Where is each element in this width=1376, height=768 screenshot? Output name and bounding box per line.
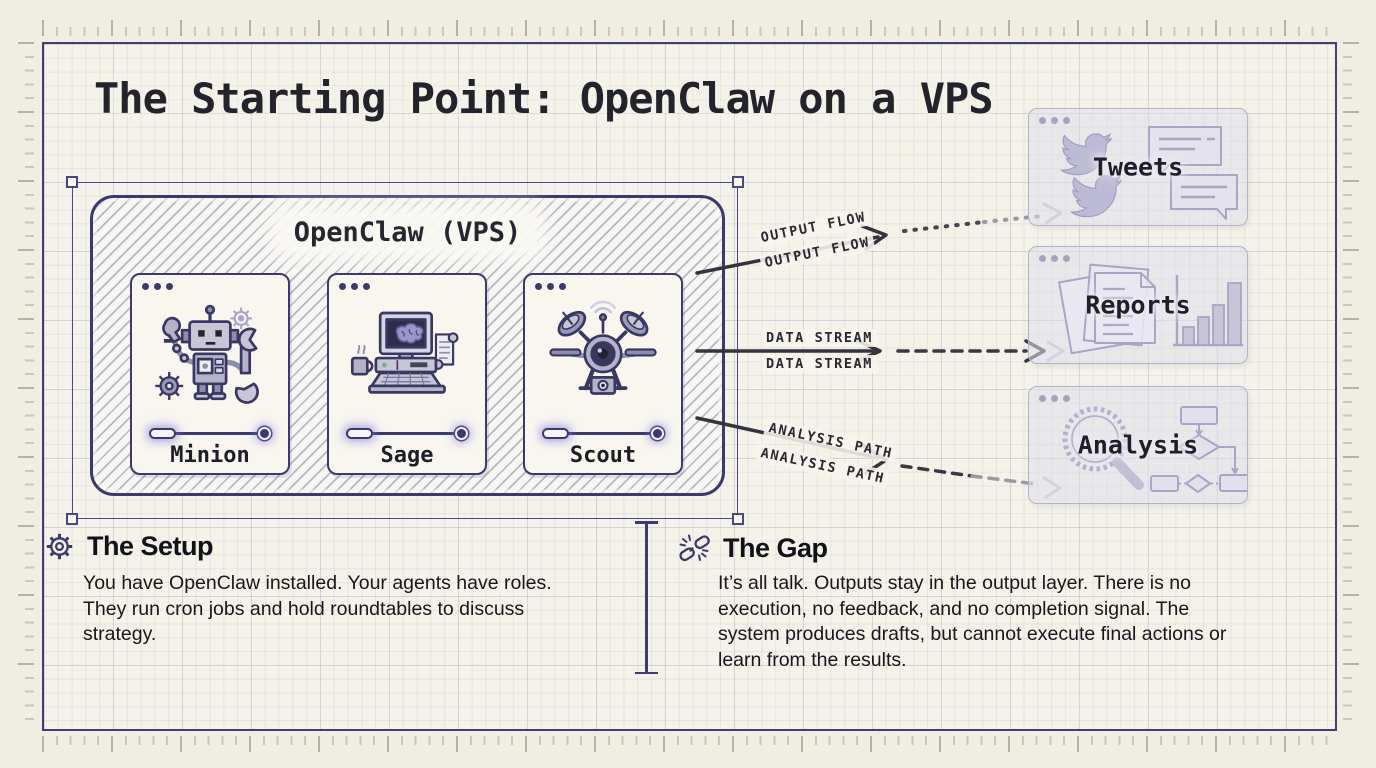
slider-track	[353, 432, 461, 435]
agent-name-scout: Scout	[569, 443, 637, 468]
gap-heading: The Gap	[723, 532, 828, 563]
output-label-tweets: Tweets	[1092, 152, 1184, 182]
drone-satellite-icon	[549, 300, 657, 395]
agent-name-sage: Sage	[380, 443, 434, 468]
agent-name-minion: Minion	[170, 443, 250, 468]
output-box-reports: Reports	[1028, 246, 1248, 364]
selection-handle-top-right[interactable]	[732, 176, 744, 188]
robot-wrench-icon	[155, 304, 259, 404]
gap-body-text: It’s all talk. Outputs stay in the outpu…	[718, 572, 1227, 671]
output-box-analysis: Analysis	[1028, 386, 1248, 504]
setup-body-text: You have OpenClaw installed. Your agents…	[83, 572, 552, 645]
documents-bar-chart-icon	[1058, 263, 1243, 355]
agent-slider[interactable]	[542, 425, 664, 441]
slider-pill[interactable]	[346, 428, 373, 439]
twitter-birds-chat-bubbles-icon	[1060, 126, 1238, 220]
ruler-bottom	[42, 736, 1337, 752]
vps-box-title: OpenClaw (VPS)	[277, 214, 538, 251]
selection-handle-top-left[interactable]	[66, 176, 78, 188]
page-title: The Starting Point: OpenClaw on a VPS	[94, 74, 994, 123]
agent-card-sage: Sage	[327, 273, 487, 475]
magnifier-flowchart-icon	[1062, 406, 1247, 493]
window-dots	[1039, 255, 1070, 262]
retro-computer-brain-icon	[350, 311, 459, 394]
ruler-left	[18, 42, 34, 731]
broken-link-icon	[679, 534, 710, 562]
output-label-analysis: Analysis	[1077, 430, 1199, 460]
slider-knob[interactable]	[651, 427, 664, 440]
gear-icon	[46, 533, 73, 560]
slider-track	[549, 432, 657, 435]
selection-handle-bottom-right[interactable]	[732, 513, 744, 525]
window-dots	[142, 283, 173, 290]
setup-heading: The Setup	[87, 531, 214, 561]
agent-slider[interactable]	[149, 425, 271, 441]
selection-handle-bottom-left[interactable]	[66, 513, 78, 525]
openclaw-vps-box[interactable]: OpenClaw (VPS)	[90, 195, 725, 496]
gap-section-header: The Gap	[677, 531, 828, 565]
agent-slider[interactable]	[346, 425, 468, 441]
selection-rectangle[interactable]	[66, 176, 744, 525]
window-dots	[1039, 395, 1070, 402]
slider-pill[interactable]	[542, 428, 569, 439]
output-box-tweets: Tweets	[1028, 108, 1248, 226]
window-dots	[1039, 117, 1070, 124]
output-label-reports: Reports	[1085, 290, 1191, 320]
slider-knob[interactable]	[455, 427, 468, 440]
slider-knob[interactable]	[258, 427, 271, 440]
slider-track	[156, 432, 264, 435]
window-dots	[535, 283, 566, 290]
agent-card-minion: Minion	[130, 273, 290, 475]
ruler-right	[1343, 42, 1359, 731]
flow-label-data-stream-2: DATA STREAM	[762, 355, 878, 373]
ruler-top	[42, 20, 1337, 36]
window-dots	[339, 283, 370, 290]
setup-section-header: The Setup	[44, 531, 214, 562]
section-divider	[636, 521, 656, 674]
agent-card-scout: Scout	[523, 273, 683, 475]
flow-label-data-stream: DATA STREAM	[762, 329, 878, 347]
slider-pill[interactable]	[149, 428, 176, 439]
